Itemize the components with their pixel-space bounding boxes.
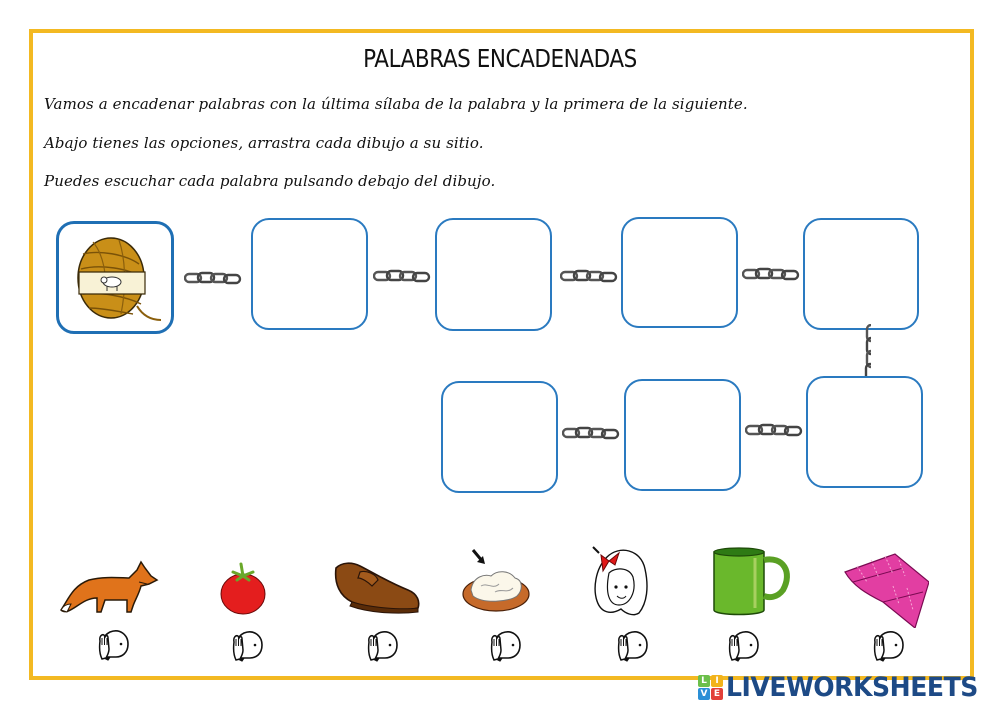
instruction-line-3: Puedes escuchar cada palabra pulsando de… <box>44 172 496 190</box>
pink-towel-picture[interactable] <box>843 552 929 628</box>
worksheet-border <box>29 29 974 680</box>
chain-link-icon <box>562 426 620 440</box>
fox-picture[interactable] <box>55 558 160 616</box>
page-title: PALABRAS ENCADENADAS <box>363 44 637 73</box>
chain-link-icon <box>184 271 242 285</box>
chain-slot-4[interactable] <box>621 217 738 328</box>
instruction-line-2: Abajo tienes las opciones, arrastra cada… <box>44 134 484 152</box>
listen-icon[interactable] <box>228 628 264 664</box>
chain-link-icon <box>560 269 618 283</box>
listen-icon[interactable] <box>724 628 760 664</box>
liveworksheets-logo[interactable]: L I V E LIVEWORKSHEETS <box>698 671 997 703</box>
brand-name: LIVEWORKSHEETS <box>726 671 978 703</box>
chain-slot-7[interactable] <box>624 379 741 491</box>
listen-icon[interactable] <box>869 628 905 664</box>
tomato-picture[interactable] <box>219 560 267 616</box>
yarn-ball-icon <box>77 237 162 321</box>
chain-slot-2[interactable] <box>251 218 368 330</box>
listen-icon[interactable] <box>94 627 130 663</box>
plate-food-picture[interactable] <box>461 546 531 616</box>
chain-slot-8[interactable] <box>441 381 558 493</box>
green-mug-picture[interactable] <box>711 546 791 618</box>
listen-icon[interactable] <box>363 628 399 664</box>
girl-bow-picture[interactable] <box>589 543 651 619</box>
chain-slot-1[interactable] <box>56 221 174 334</box>
chain-link-icon <box>864 324 871 380</box>
chain-link-icon <box>742 267 800 281</box>
chain-link-icon <box>373 269 431 283</box>
chain-link-icon <box>745 423 803 437</box>
chain-slot-3[interactable] <box>435 218 552 331</box>
chain-slot-5[interactable] <box>803 218 919 330</box>
instruction-line-1: Vamos a encadenar palabras con la última… <box>44 95 748 113</box>
listen-icon[interactable] <box>486 628 522 664</box>
listen-icon[interactable] <box>613 628 649 664</box>
live-badge-icon: L I V E <box>698 674 723 700</box>
chain-slot-6[interactable] <box>806 376 923 488</box>
shoe-picture[interactable] <box>332 558 422 614</box>
